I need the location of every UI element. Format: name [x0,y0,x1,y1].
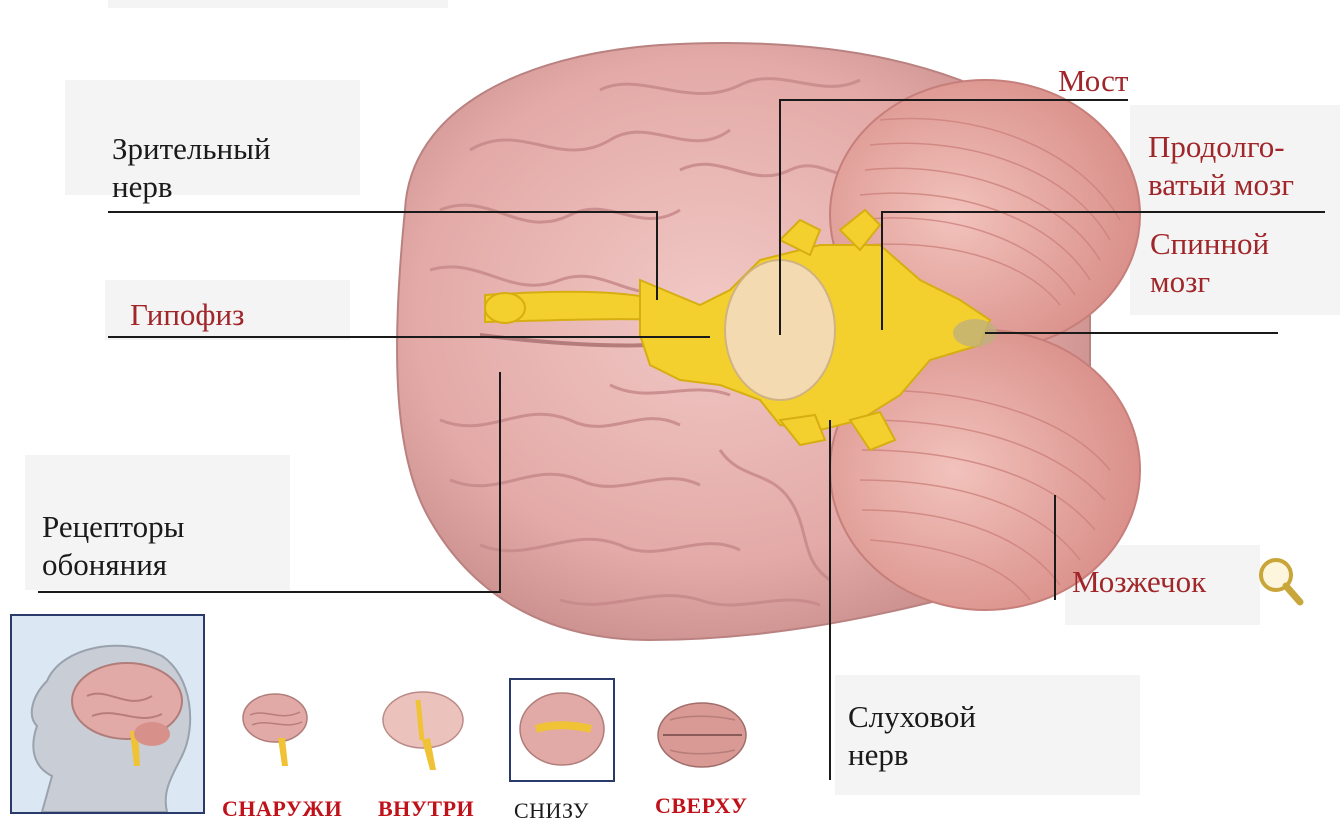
label-pons: Мост [1058,62,1128,100]
nav-above[interactable]: СВЕРХУ [655,793,748,819]
label-auditory-nerve: Слуховой нерв [848,698,976,774]
thumb-above[interactable] [655,700,750,770]
nav-below[interactable]: СНИЗУ [514,798,589,824]
head-overview-thumbnail[interactable] [10,614,205,814]
magnifier-icon[interactable] [1256,555,1306,607]
thumb-outside[interactable] [240,690,310,770]
nav-outside[interactable]: СНАРУЖИ [222,796,342,822]
nav-inside[interactable]: ВНУТРИ [378,796,474,822]
label-optic-nerve: Зрительный нерв [112,130,271,206]
label-cerebellum: Мозжечок [1072,563,1206,601]
thumb-below[interactable] [516,688,608,770]
label-spinal-cord: Спинной мозг [1150,225,1269,301]
label-medulla: Продолго- ватый мозг [1148,128,1294,204]
label-pituitary: Гипофиз [130,296,244,334]
thumb-inside[interactable] [378,690,468,772]
label-olfactory-receptors: Рецепторы обоняния [42,508,185,584]
head-silhouette-icon [12,616,203,812]
